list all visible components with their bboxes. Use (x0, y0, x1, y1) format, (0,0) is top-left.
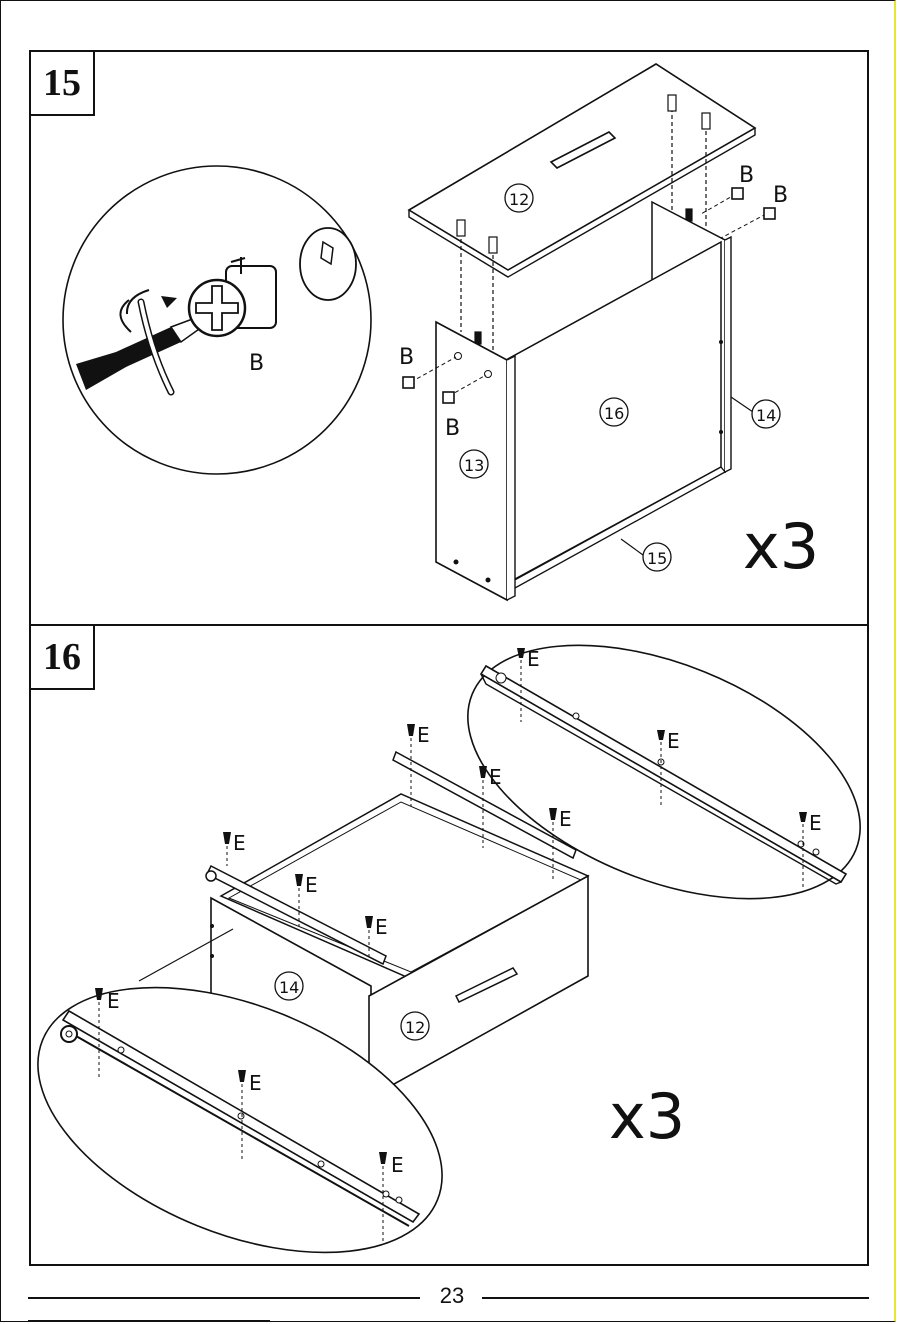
footer-rule-left (28, 1297, 420, 1299)
drawer-carcass: 16 14 13 15 (436, 202, 780, 600)
svg-text:E: E (527, 647, 540, 671)
quantity-label: x3 (743, 510, 819, 583)
svg-text:E: E (559, 807, 572, 831)
page-number: 23 (425, 1283, 479, 1309)
step-15-panel: 15 B (29, 50, 869, 626)
svg-text:14: 14 (279, 978, 299, 997)
svg-text:B: B (249, 351, 264, 376)
svg-text:B: B (739, 163, 754, 188)
cam-lock-detail: B (63, 166, 371, 474)
svg-text:12: 12 (509, 190, 529, 209)
svg-text:E: E (809, 811, 822, 835)
svg-text:B: B (399, 345, 414, 370)
svg-text:E: E (233, 831, 246, 855)
svg-text:E: E (489, 765, 502, 789)
svg-text:16: 16 (604, 404, 624, 423)
step-16-panel: 16 E E (29, 624, 869, 1266)
svg-text:B: B (445, 416, 460, 441)
svg-text:B: B (773, 183, 788, 208)
bottom-rule (28, 1320, 270, 1321)
step-15-illustration: B 12 (31, 52, 867, 624)
svg-text:E: E (391, 1153, 404, 1177)
svg-text:E: E (305, 873, 318, 897)
svg-text:E: E (375, 915, 388, 939)
svg-text:14: 14 (756, 406, 776, 425)
svg-text:E: E (667, 729, 680, 753)
dowel-icon (300, 228, 356, 300)
footer-rule-right (482, 1297, 869, 1299)
quantity-label: x3 (609, 1080, 685, 1153)
step-16-illustration: E E E 14 12 (31, 626, 867, 1264)
svg-text:13: 13 (464, 456, 484, 475)
svg-text:15: 15 (647, 549, 667, 568)
svg-text:E: E (249, 1071, 262, 1095)
svg-text:E: E (417, 723, 430, 747)
svg-text:E: E (107, 989, 120, 1013)
svg-text:12: 12 (405, 1018, 425, 1037)
